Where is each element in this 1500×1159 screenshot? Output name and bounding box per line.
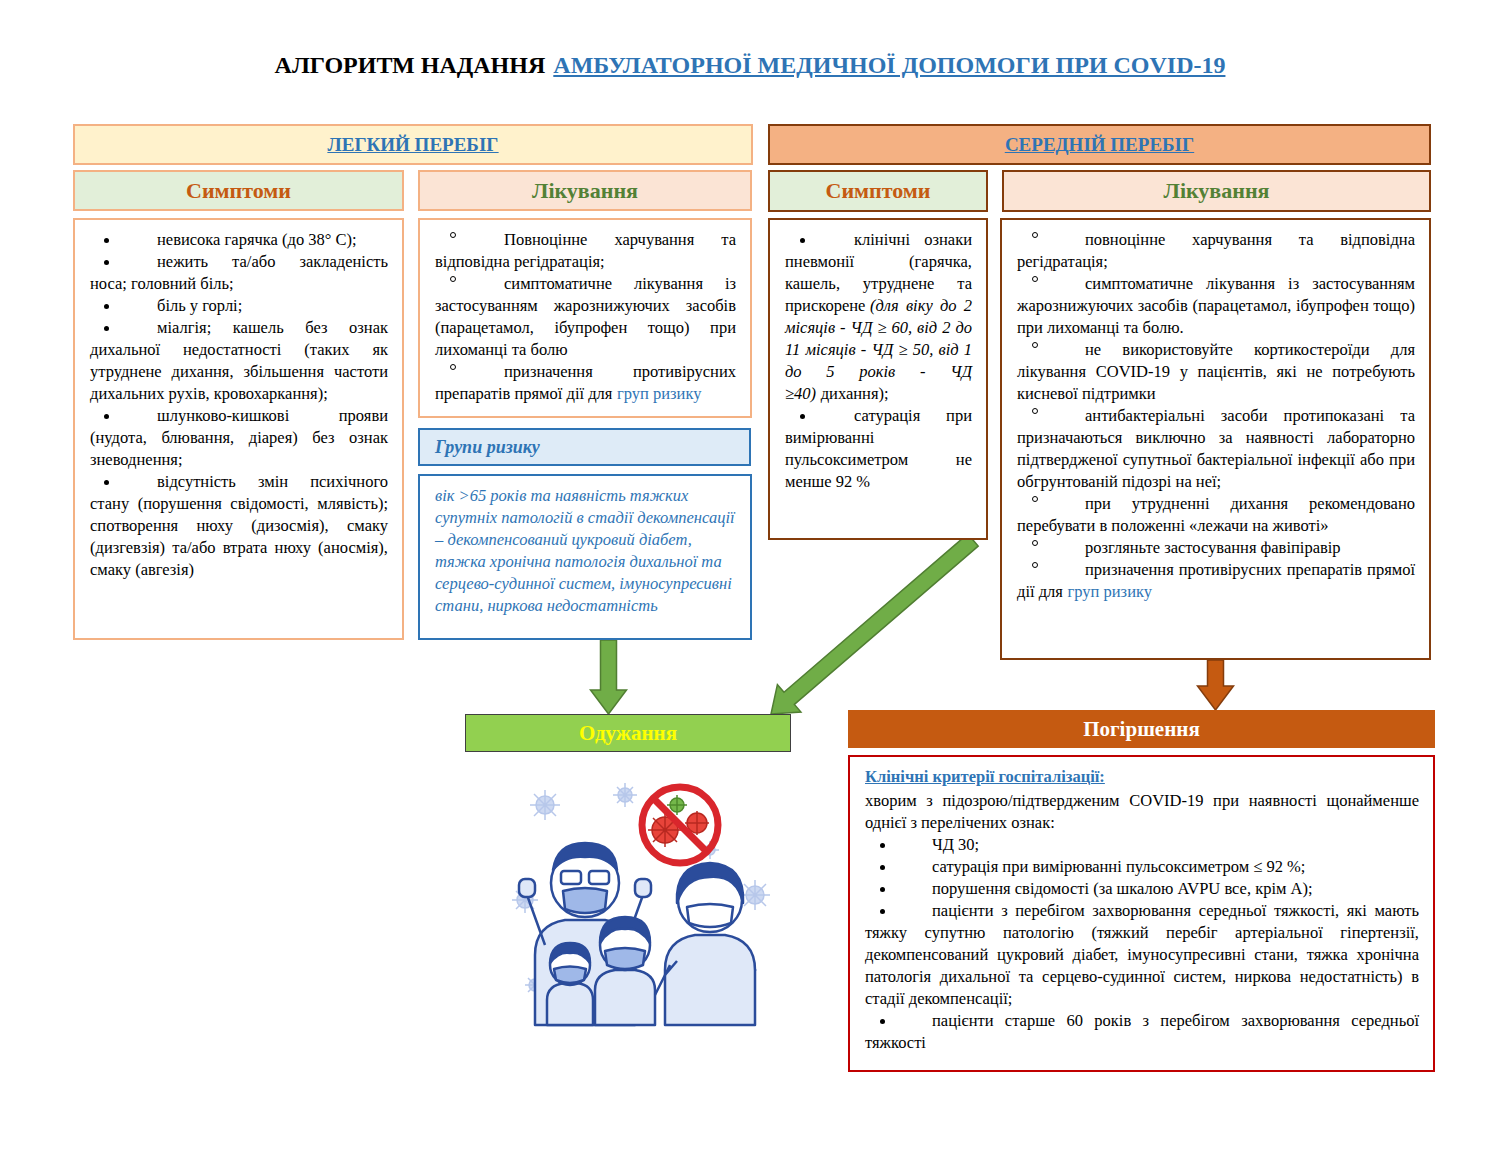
page-title: АЛГОРИТМ НАДАННЯ АМБУЛАТОРНОЇ МЕДИЧНОЇ ДО…	[0, 52, 1500, 79]
bullet-item: міалгія; кашель без ознак дихальної недо…	[90, 317, 388, 405]
text: груп ризику	[617, 384, 701, 403]
severity-band: ЛЕГКИЙ ПЕРЕБІГ	[73, 124, 753, 165]
text: ЧД 30;	[932, 835, 979, 854]
column-header: Лікування	[1002, 170, 1431, 212]
bullet-item: Повноцінне харчування та відповідна регі…	[435, 229, 736, 273]
text: вік >65 років та наявність тяжких супутн…	[435, 486, 735, 615]
text: порушення свідомості (за шкалою AVPU все…	[932, 879, 1313, 898]
text: сатурація при вимірюванні пульсоксиметро…	[785, 406, 972, 491]
text: міалгія; кашель без ознак дихальної недо…	[90, 318, 388, 403]
text: пацієнти старше 60 років з перебігом зах…	[865, 1011, 1419, 1052]
bullet-item: порушення свідомості (за шкалою AVPU все…	[865, 878, 1419, 900]
text: сатурація при вимірюванні пульсоксиметро…	[932, 857, 1305, 876]
flow-arrow	[591, 640, 627, 714]
title-text: АЛГОРИТМ НАДАННЯ	[275, 52, 546, 78]
symptom-list: невисока гарячка (до 38° С); нежить та/аб…	[73, 218, 404, 640]
bullet-item: клінічні ознаки пневмонії (гарячка, каше…	[785, 229, 972, 405]
text: Погіршення	[1083, 717, 1200, 741]
text: відсутність змін психічного стану (поруш…	[90, 472, 388, 579]
flow-arrow	[1198, 660, 1234, 710]
bullet-item: розгляньте застосування фавіпіравір	[1017, 537, 1415, 559]
bullet-item: при утрудненні дихання рекомендовано пер…	[1017, 493, 1415, 537]
flow-arrow	[771, 534, 978, 714]
bullet-item: симптоматичне лікування із застосуванням…	[1017, 273, 1415, 339]
text: Повноцінне харчування та відповідна регі…	[435, 230, 736, 271]
paragraph: хворим з підозрою/підтвердженим COVID-19…	[865, 790, 1419, 834]
text: ЛЕГКИЙ ПЕРЕБІГ	[328, 134, 499, 155]
title-highlight: АМБУЛАТОРНОЇ МЕДИЧНОЇ ДОПОМОГИ ПРИ COVID…	[553, 52, 1225, 78]
bullet-item: сатурація при вимірюванні пульсоксиметро…	[785, 405, 972, 493]
criteria-box: Клінічні критерії госпіталізації: хворим …	[848, 755, 1435, 1072]
outcome-box: Погіршення	[848, 710, 1435, 748]
paragraph: Клінічні критерії госпіталізації:	[865, 766, 1419, 788]
paragraph: вік >65 років та наявність тяжких супутн…	[435, 485, 736, 617]
bullet-item: пацієнти з перебігом захворювання середн…	[865, 900, 1419, 1010]
bullet-item: сатурація при вимірюванні пульсоксиметро…	[865, 856, 1419, 878]
column-header: Симптоми	[73, 170, 404, 211]
text: Симптоми	[826, 178, 931, 203]
bullet-item: пацієнти старше 60 років з перебігом зах…	[865, 1010, 1419, 1054]
bullet-item: біль у горлі;	[90, 295, 388, 317]
text: антибактеріальні засоби протипоказані та…	[1017, 406, 1415, 491]
text: Одужання	[579, 721, 677, 745]
bullet-item: ЧД 30;	[865, 834, 1419, 856]
text: повноцінне харчування та відповідна регі…	[1017, 230, 1415, 271]
text: біль у горлі;	[157, 296, 242, 315]
text: Групи ризику	[435, 437, 540, 457]
text: невисока гарячка (до 38° С);	[157, 230, 357, 249]
text: дихання);	[821, 384, 889, 403]
text: не використовуйте кортикостероїди для лі…	[1017, 340, 1415, 403]
text: нежить та/або закладеність носа; головни…	[90, 252, 388, 293]
risk-header: Групи ризику	[418, 428, 751, 466]
section-heading: Клінічні критерії госпіталізації:	[865, 767, 1105, 786]
column-header: Лікування	[418, 170, 752, 211]
outcome-box: Одужання	[465, 714, 791, 752]
bullet-item: нежить та/або закладеність носа; головни…	[90, 251, 388, 295]
bullet-item: відсутність змін психічного стану (поруш…	[90, 471, 388, 581]
text: груп ризику	[1068, 582, 1152, 601]
text: СЕРЕДНІЙ ПЕРЕБІГ	[1005, 134, 1194, 155]
no-virus-sign	[642, 787, 718, 863]
column-header: Симптоми	[768, 170, 988, 212]
text: симптоматичне лікування із застосуванням…	[435, 274, 736, 359]
bullet-item: симптоматичне лікування із застосуванням…	[435, 273, 736, 361]
bullet-item: антибактеріальні засоби протипоказані та…	[1017, 405, 1415, 493]
symptom-list: клінічні ознаки пневмонії (гарячка, каше…	[768, 218, 988, 540]
recovery-illustration	[505, 775, 795, 1030]
text: розгляньте застосування фавіпіравір	[1085, 538, 1341, 557]
treatment-list: повноцінне харчування та відповідна регі…	[1000, 218, 1431, 660]
text: шлунково-кишкові прояви (нудота, блюванн…	[90, 406, 388, 469]
text: хворим з підозрою/підтвердженим COVID-19…	[865, 791, 1419, 832]
risk-text: вік >65 років та наявність тяжких супутн…	[418, 474, 752, 640]
text: Лікування	[532, 178, 638, 203]
text: при утрудненні дихання рекомендовано пер…	[1017, 494, 1415, 535]
bullet-item: не використовуйте кортикостероїди для лі…	[1017, 339, 1415, 405]
treatment-list: Повноцінне харчування та відповідна регі…	[418, 218, 752, 418]
text: пацієнти з перебігом захворювання середн…	[865, 901, 1419, 1008]
text: Лікування	[1163, 178, 1269, 203]
bullet-item: повноцінне харчування та відповідна регі…	[1017, 229, 1415, 273]
bullet-item: призначення противірусних препаратів пря…	[435, 361, 736, 405]
bullet-item: невисока гарячка (до 38° С);	[90, 229, 388, 251]
people	[519, 843, 755, 1025]
text: Симптоми	[186, 178, 291, 203]
severity-band: СЕРЕДНІЙ ПЕРЕБІГ	[768, 124, 1431, 165]
bullet-item: призначення противірусних препаратів пря…	[1017, 559, 1415, 603]
text: симптоматичне лікування із застосуванням…	[1017, 274, 1415, 337]
bullet-item: шлунково-кишкові прояви (нудота, блюванн…	[90, 405, 388, 471]
